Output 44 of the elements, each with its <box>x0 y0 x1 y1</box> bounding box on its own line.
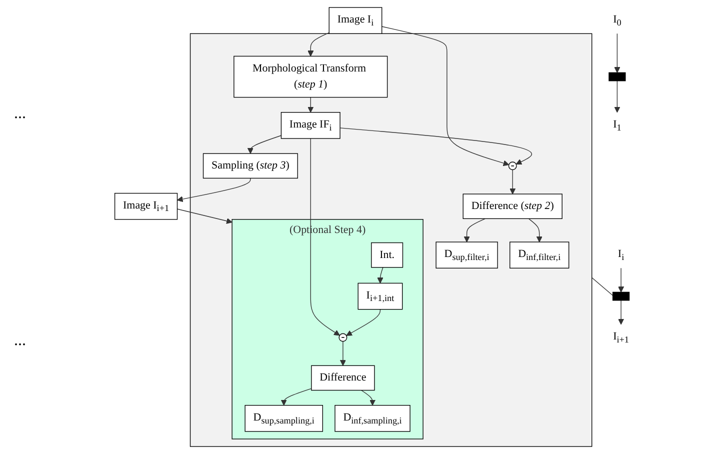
node-box: D$_{inf,sampling,i}$ <box>334 404 410 432</box>
node-box: Difference <box>311 365 375 391</box>
node-box: Sampling (step 3) <box>202 153 298 179</box>
node-text: I$_{i}$ <box>618 248 624 262</box>
node-box: Int. <box>371 242 404 268</box>
ellipsis-text: ... <box>14 104 26 122</box>
arrow <box>340 341 346 366</box>
node-box: Image IF$_{i}$ <box>280 112 340 139</box>
connector <box>592 277 614 296</box>
node-box <box>608 72 626 82</box>
node-circle: - <box>508 162 517 170</box>
node-box: I$_{i+1,int}$ <box>358 282 403 310</box>
arrow <box>377 267 384 284</box>
arrow <box>382 26 510 166</box>
node-box: Difference (step 2) <box>462 194 562 219</box>
arrow <box>618 268 624 292</box>
arrow <box>510 169 516 194</box>
arrow <box>464 218 486 242</box>
arrow <box>247 135 282 154</box>
arrow <box>308 32 330 56</box>
arrow <box>614 80 620 113</box>
arrow <box>528 218 542 242</box>
arrow <box>346 309 381 336</box>
node-box: Image I$_{i+1}$ <box>114 192 178 220</box>
node-circle: - <box>338 333 348 342</box>
node-text: I$_{i+1}$ <box>613 330 629 344</box>
node-text: I$_{1}$ <box>613 118 622 132</box>
node-box: D$_{sup,sampling,i}$ <box>244 404 323 432</box>
arrow <box>280 388 312 406</box>
node-box <box>612 292 630 301</box>
node-box: Morphological Transform (step 1) <box>234 56 388 98</box>
arrow <box>614 33 620 73</box>
node-box: D$_{inf,filter,i}$ <box>510 242 570 268</box>
arrow <box>310 138 340 336</box>
arrow <box>176 178 251 202</box>
arrow <box>340 128 532 165</box>
node-box: D$_{sup,filter,i}$ <box>436 242 498 268</box>
arrow <box>618 300 624 325</box>
node-text: I$_{0}$ <box>613 14 622 28</box>
node-box: Image I$_{i}$ <box>328 7 382 34</box>
arrow <box>176 208 232 224</box>
arrow <box>360 390 376 406</box>
arrow <box>308 96 314 113</box>
ellipsis-text: ... <box>14 332 26 350</box>
